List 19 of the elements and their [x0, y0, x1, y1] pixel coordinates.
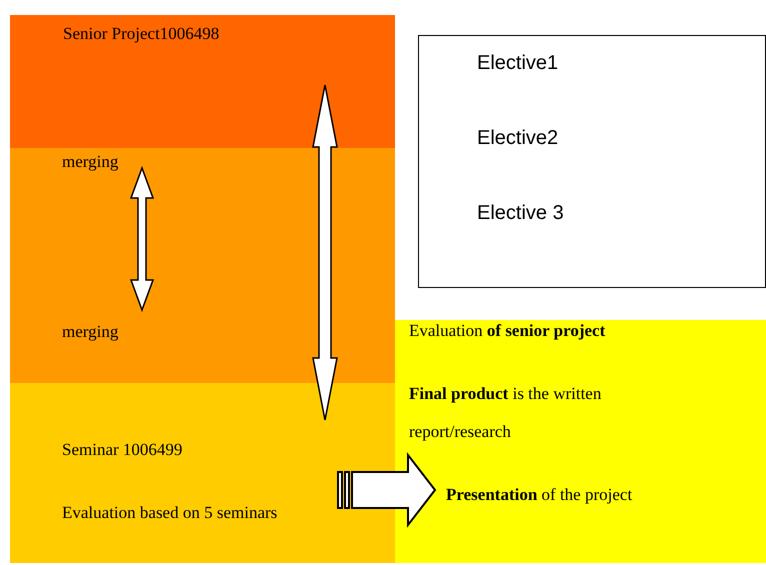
- course-band: [10, 383, 395, 563]
- merge-label: merging: [62, 313, 152, 351]
- elective-label: Elective 3: [477, 201, 565, 226]
- double-arrow: [312, 84, 338, 421]
- evaluation-note: Presentation of the project: [446, 484, 634, 506]
- evaluation-note: Evaluation of senior project: [409, 320, 606, 342]
- merge-label: merging: [62, 143, 152, 181]
- double-arrow: [130, 166, 154, 312]
- course-band: [10, 15, 395, 148]
- course-title: Senior Project1006498: [63, 23, 220, 45]
- elective-label: Elective2: [477, 126, 560, 151]
- block-arrow: [337, 452, 436, 528]
- elective-label: Elective1: [477, 51, 560, 76]
- merge-band: [10, 148, 395, 383]
- evaluation-panel: [395, 320, 766, 563]
- evaluation-note: Final product is the written report/research: [409, 383, 602, 443]
- elective-box: [418, 35, 766, 288]
- evaluation-note: Evaluation based on 5 seminars: [62, 502, 278, 524]
- course-title: Seminar 1006499: [62, 439, 184, 461]
